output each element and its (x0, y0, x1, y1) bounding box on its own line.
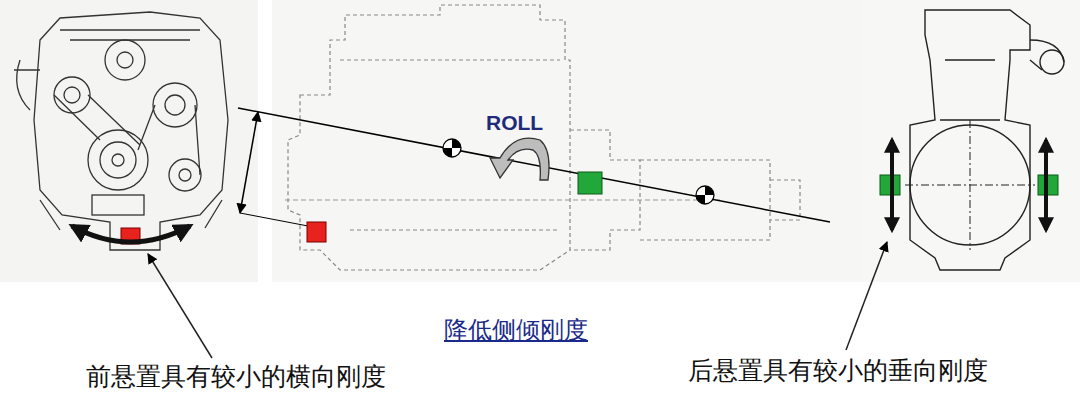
roll-arrow (490, 138, 549, 180)
lateral-motion-arrow (72, 226, 190, 242)
center-of-gravity (443, 139, 461, 157)
front-mount (307, 222, 326, 242)
rear-mount (578, 172, 602, 194)
extension-line (240, 213, 308, 226)
leader-line (148, 254, 212, 358)
panel-ground (0, 0, 258, 282)
vertical-motion-arrow (890, 140, 894, 230)
annotation-text: 后悬置具有较小的垂向刚度 (688, 356, 988, 386)
leader-line (846, 242, 887, 350)
roll-axis (238, 108, 830, 222)
offset-arrow (240, 112, 258, 213)
engine-front-view (14, 12, 228, 250)
horizontal-reference (285, 200, 720, 201)
roll-label: ROLL (486, 110, 543, 135)
panel-ground (862, 0, 1080, 282)
center-of-gravity (696, 186, 714, 204)
annotation-text: 前悬置具有较小的横向刚度 (86, 362, 386, 392)
caption-text: 降低侧倾刚度 (444, 316, 588, 345)
housing-rear-view (905, 10, 1064, 270)
powertrain-side-view (288, 5, 800, 270)
panel-ground (272, 0, 862, 282)
vertical-motion-arrow (1044, 140, 1048, 230)
